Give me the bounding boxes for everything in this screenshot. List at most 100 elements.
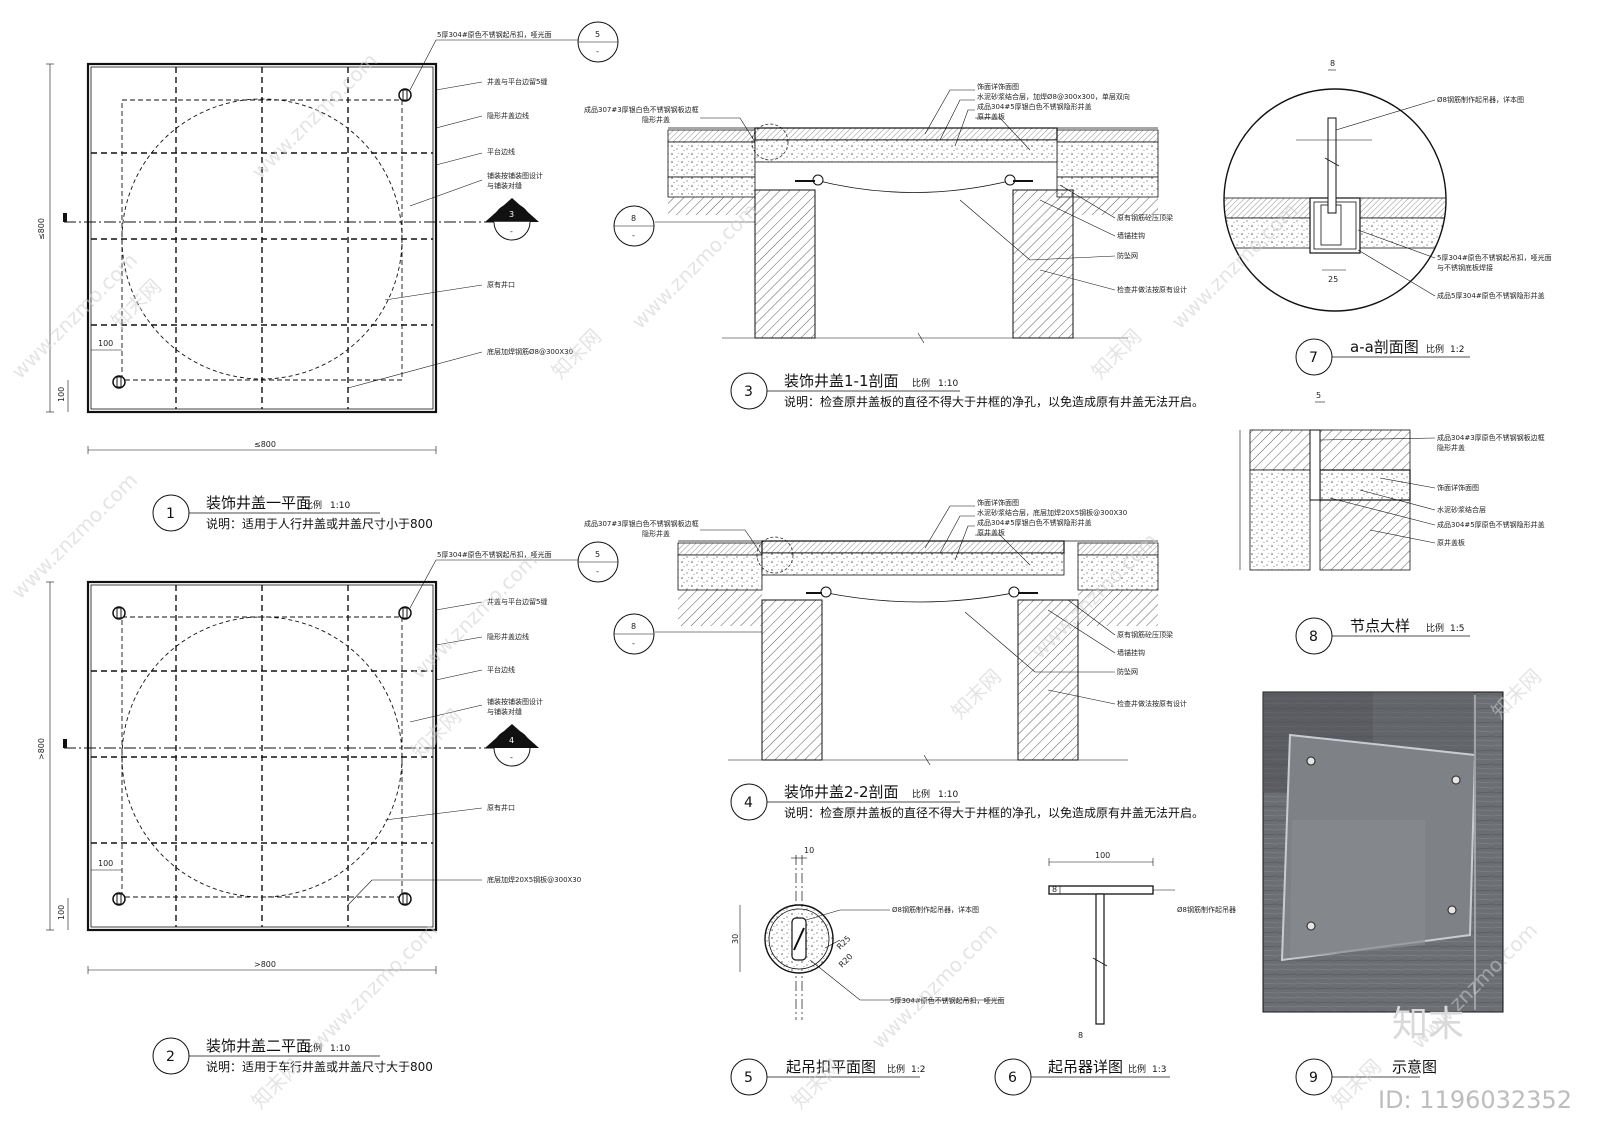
detail-9-title-block: 9 示意图 [1295, 1058, 1437, 1096]
callout-sub: - [596, 567, 599, 576]
dimension-offset-y: 100 [57, 387, 66, 402]
annotation: 原有钢筋砼压顶梁 [1117, 213, 1173, 222]
section-1-drawing [655, 89, 1159, 344]
callout-sub: - [632, 231, 635, 240]
scale-value: 1:10 [938, 379, 958, 389]
annotation: 底层加焊20X5钢板@300X30 [487, 875, 581, 884]
drawing-number: 1 [166, 506, 175, 522]
scale-label: 比例 [912, 788, 930, 800]
section-2-callout: 8 - [613, 613, 655, 655]
annotation: 防坠网 [1117, 667, 1138, 676]
drawing-title: 装饰井盖一平面 [206, 494, 311, 512]
drawing-title: 装饰井盖1-1剖面 [784, 372, 899, 390]
detail-5-drawing [739, 855, 1000, 1020]
detail-7-annotations: Ø8钢筋制作起吊器，详本图 5厚304#原色不锈钢起吊扣，哑光面 与不锈钢底板焊… [1328, 59, 1552, 300]
drawing-note: 说明：检查原井盖板的直径不得大于井框的净孔，以免造成原有井盖无法开启。 [784, 394, 1204, 409]
annotation: 铺装按铺装图设计 [487, 697, 543, 706]
section-2-annotations: 饰面详饰面图 水泥砂浆结合层，底层加焊20X5钢板@300X30 成品304#5… [584, 498, 1187, 708]
annotation: 井盖与平台边留5缝 [487, 77, 547, 86]
annotation: 与不锈钢底板焊接 [1437, 263, 1493, 272]
annotation: 原有井口 [487, 803, 515, 812]
dimension-bottom: 25 [1328, 275, 1338, 284]
annotation: 墙锚挂钩 [1117, 648, 1145, 657]
dimension-bottom: ≤800 [254, 440, 276, 449]
annotation: 隐形井盖边线 [487, 111, 529, 120]
plan-2-section-marker: 4 - [485, 724, 539, 767]
dimension-top: 10 [804, 846, 814, 855]
drawing-number: 8 [1309, 629, 1318, 645]
scale-value: 1:10 [330, 501, 350, 511]
detail-5-title-block: 5 起吊扣平面图 比例 1:2 [730, 1058, 925, 1096]
section-2-drawing [655, 505, 1159, 766]
drawing-title: 节点大样 [1350, 617, 1410, 635]
plan-1-annotations: 5厚304#原色不锈钢起吊扣，哑光面 井盖与平台边留5缝 隐形井盖边线 平台边线… [37, 30, 573, 449]
annotation: 平台边线 [487, 147, 515, 156]
plan-1-callout-top: 5 - [577, 21, 619, 63]
drawing-title: 装饰井盖二平面 [206, 1037, 311, 1055]
annotation: 成品307#3厚银白色不锈钢钢板边框 [584, 105, 699, 114]
detail-8-drawing [1239, 401, 1436, 571]
plan-2-annotations: 5厚304#原色不锈钢起吊扣，哑光面 井盖与平台边留5缝 隐形井盖边线 平台边线… [37, 550, 581, 969]
annotation: 底层加焊钢筋Ø8@300X30 [487, 347, 573, 356]
plan-1-title-block: 1 装饰井盖一平面 比例 1:10 说明：适用于人行井盖或井盖尺寸小于800 [152, 494, 433, 532]
annotation: 成品304#5厚原色不锈钢隐形井盖 [1437, 520, 1545, 529]
annotation: 水泥砂浆结合层，底层加焊20X5钢板@300X30 [977, 508, 1127, 517]
annotation: 5厚304#原色不锈钢起吊扣，哑光面 [1437, 253, 1552, 262]
section-marker-number: 4 [509, 736, 514, 745]
scale-value: 1:10 [938, 790, 958, 800]
drawing-number: 6 [1008, 1070, 1017, 1086]
dimension-offset-y: 100 [57, 905, 66, 920]
annotation: 水泥砂浆结合层 [1437, 505, 1486, 514]
plan-2-drawing [46, 559, 590, 974]
annotation: 原井盖板 [977, 528, 1005, 537]
annotation: 平台边线 [487, 665, 515, 674]
dimension-left-bottom: 8 [1078, 1031, 1083, 1040]
scale-value: 1:3 [1152, 1065, 1166, 1075]
drawing-number: 7 [1309, 350, 1318, 366]
detail-6-title-block: 6 起吊器详图 比例 1:3 [994, 1058, 1170, 1096]
detail-8-title-block: 8 节点大样 比例 1:5 [1295, 617, 1470, 655]
annotation: 5厚304#原色不锈钢起吊扣，哑光面 [890, 996, 1005, 1005]
lifting-ring-icon [1306, 756, 1461, 931]
drawing-number: 5 [744, 1070, 753, 1086]
drawing-title: 起吊扣平面图 [786, 1058, 876, 1076]
section-1-annotations: 饰面详饰面图 水泥砂浆结合层，加焊Ø8@300x300，单层双向 成品304#5… [584, 82, 1187, 294]
drawing-title: 示意图 [1392, 1058, 1437, 1076]
dimension-top: 100 [1095, 851, 1110, 860]
detail-9-photo [1262, 691, 1504, 1013]
annotation: 成品5厚304#原色不锈钢隐形井盖 [1437, 291, 1545, 300]
annotation: 与铺装对缝 [487, 181, 522, 190]
section-marker-number: 3 [509, 210, 514, 219]
detail-7-title-block: 7 a-a剖面图 比例 1:2 [1295, 338, 1470, 376]
scale-label: 比例 [1426, 622, 1444, 634]
annotation: 饰面详饰面图 [977, 498, 1019, 507]
scale-value: 1:2 [911, 1065, 925, 1075]
dimension-left: >800 [37, 738, 46, 760]
callout-sub: - [632, 639, 635, 648]
detail-7-drawing [1223, 69, 1447, 312]
callout-sub: - [596, 47, 599, 56]
annotation: 饰面详饰面图 [1437, 483, 1479, 492]
scale-label: 比例 [1128, 1063, 1146, 1075]
dimension-radius-inner: R20 [837, 952, 855, 970]
plan-2-title-block: 2 装饰井盖二平面 比例 1:10 说明：适用于车行井盖或井盖尺寸大于800 [152, 1037, 433, 1075]
scale-label: 比例 [912, 377, 930, 389]
annotation: 原井盖板 [977, 112, 1005, 121]
annotation: 5厚304#原色不锈钢起吊扣，哑光面 [437, 550, 552, 559]
annotation: 防坠网 [1117, 251, 1138, 260]
annotation: 水泥砂浆结合层，加焊Ø8@300x300，单层双向 [977, 92, 1130, 101]
detail-6-drawing [1048, 858, 1175, 1025]
annotation: 与铺装对缝 [487, 707, 522, 716]
drawing-number: 4 [744, 795, 753, 811]
detail-8-annotations: 成品304#3厚原色不锈钢钢板边框 隐形井盖 饰面详饰面图 水泥砂浆结合层 成品… [1316, 391, 1545, 547]
scale-value: 1:5 [1450, 624, 1464, 634]
annotation: 成品307#3厚银白色不锈钢钢板边框 [584, 519, 699, 528]
svg-text:www.znzmo.com: www.znzmo.com [247, 48, 383, 184]
dimension-radius-outer: R25 [835, 934, 853, 952]
plan-1-section-marker: 3 - [485, 198, 539, 241]
dimension-left: 30 [731, 934, 740, 944]
section-1-callout: 8 - [613, 205, 655, 247]
annotation: 5厚304#原色不锈钢起吊扣，哑光面 [437, 30, 552, 39]
annotation: 隐形井盖 [642, 115, 670, 124]
